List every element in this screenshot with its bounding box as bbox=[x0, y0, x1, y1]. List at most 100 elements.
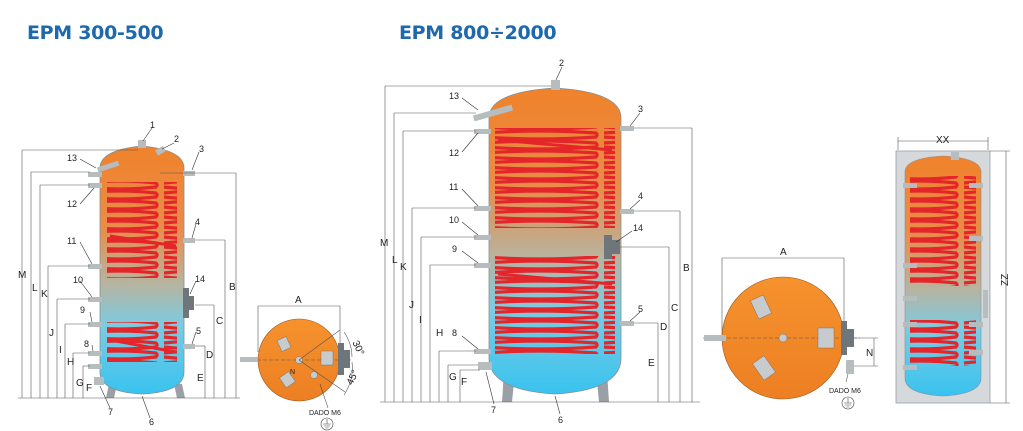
flange bbox=[841, 321, 847, 355]
flange bbox=[338, 343, 344, 375]
anode-13 bbox=[472, 104, 514, 122]
boxed-upper-coil bbox=[910, 176, 976, 286]
dim-XX: XX bbox=[936, 135, 950, 146]
side-fitting bbox=[240, 357, 258, 362]
small-tank: 1 2 3 13 12 11 10 9 8 7 6 4 14 5 M L K J… bbox=[18, 120, 240, 427]
large-tank: 2 13 3 12 11 4 10 14 9 5 8 7 6 M L K J I… bbox=[380, 58, 700, 425]
callout-8: 8 bbox=[84, 339, 89, 349]
callout-leaders bbox=[461, 66, 641, 415]
fitting-7 bbox=[478, 362, 492, 370]
fitting-8 bbox=[88, 351, 102, 356]
callout-2: 2 bbox=[559, 58, 564, 68]
left-dimensions bbox=[18, 149, 240, 399]
dim-F: F bbox=[461, 377, 467, 388]
callout-10: 10 bbox=[449, 215, 459, 225]
anode-plate bbox=[276, 336, 292, 352]
fitting-11 bbox=[474, 206, 491, 211]
fitting-5 bbox=[620, 321, 634, 326]
dim-C: C bbox=[216, 316, 223, 327]
dim-ZZ: ZZ bbox=[1000, 274, 1011, 286]
ground-label-large: DADO M6 bbox=[829, 388, 861, 395]
dim-D: D bbox=[206, 350, 213, 361]
fitting-10 bbox=[88, 297, 102, 302]
callout-11: 11 bbox=[449, 182, 458, 192]
callout-3: 3 bbox=[199, 144, 204, 154]
callout-5: 5 bbox=[196, 326, 201, 336]
angle-line bbox=[298, 359, 346, 393]
dim-F: F bbox=[86, 383, 92, 394]
fitting-dot bbox=[310, 371, 318, 379]
dim-H: H bbox=[436, 328, 443, 339]
fitting-10 bbox=[474, 235, 491, 240]
flange-cap bbox=[344, 350, 350, 368]
ground-icon bbox=[320, 417, 334, 431]
callout-4: 4 bbox=[638, 191, 643, 201]
dim-L: L bbox=[392, 255, 398, 266]
dim-C: C bbox=[671, 303, 678, 314]
callout-7: 7 bbox=[491, 405, 496, 415]
flange-14 bbox=[183, 288, 189, 318]
callout-9: 9 bbox=[452, 244, 457, 254]
dim-A-small: A bbox=[295, 295, 302, 306]
upper-coil bbox=[495, 128, 615, 228]
fitting-12 bbox=[474, 129, 491, 134]
coil-return bbox=[109, 234, 177, 248]
dim-E: E bbox=[648, 358, 655, 369]
callout-9: 9 bbox=[80, 305, 85, 315]
dim-L: L bbox=[32, 283, 38, 294]
callout-3: 3 bbox=[638, 104, 643, 114]
callout-5: 5 bbox=[638, 304, 643, 314]
callout-12: 12 bbox=[449, 148, 459, 158]
callout-8: 8 bbox=[452, 328, 457, 338]
center-fitting bbox=[778, 333, 788, 343]
coil-return bbox=[109, 338, 177, 354]
dim-M: M bbox=[18, 270, 26, 281]
insulated-box-view: XX ZZ bbox=[895, 135, 1011, 404]
flange-14-cap bbox=[189, 296, 194, 310]
fitting-8 bbox=[474, 349, 491, 354]
coil-return bbox=[497, 272, 613, 286]
lower-coil bbox=[495, 256, 615, 354]
anode-plate bbox=[750, 294, 772, 320]
dim-I: I bbox=[59, 345, 62, 356]
fitting-13 bbox=[88, 172, 102, 177]
dim-J: J bbox=[49, 328, 54, 339]
flange-plate bbox=[817, 327, 835, 349]
callout-13: 13 bbox=[67, 153, 77, 163]
box-fittings bbox=[903, 152, 988, 370]
callout-6: 6 bbox=[558, 415, 563, 425]
dim-B: B bbox=[229, 282, 236, 293]
dim-J: J bbox=[409, 300, 414, 311]
callout-11: 11 bbox=[67, 236, 76, 246]
upper-coil bbox=[107, 182, 177, 278]
ground-icon bbox=[841, 396, 855, 410]
anode-13 bbox=[96, 160, 120, 173]
dim-B: B bbox=[683, 263, 690, 274]
dim-N-small: N bbox=[290, 369, 295, 376]
fitting-3 bbox=[620, 126, 634, 131]
fitting-4 bbox=[620, 209, 634, 214]
anode-plate bbox=[752, 355, 776, 381]
callout-1: 1 bbox=[150, 120, 155, 130]
fitting-g bbox=[88, 364, 102, 369]
fitting-9 bbox=[474, 263, 491, 268]
dim-K: K bbox=[41, 289, 48, 300]
dim-A-large: A bbox=[780, 247, 787, 258]
side-fitting bbox=[704, 335, 726, 341]
dim-N-large: N bbox=[866, 348, 873, 359]
ground-label-small: DADO M6 bbox=[309, 410, 341, 417]
top-fitting bbox=[551, 80, 560, 90]
fitting-7 bbox=[94, 377, 104, 385]
boxed-lower-coil bbox=[910, 320, 976, 366]
model-title-large: EPM 800÷2000 bbox=[399, 22, 557, 44]
dim-G: G bbox=[449, 372, 457, 383]
fitting-5 bbox=[183, 344, 195, 349]
small-top-view: A 30° 45° N DADO M6 bbox=[240, 295, 366, 431]
anode-plate bbox=[279, 371, 296, 389]
fitting-9 bbox=[88, 322, 102, 327]
coil-return bbox=[497, 138, 613, 152]
large-top-view: A N DADO M6 bbox=[703, 247, 878, 410]
callout-leaders bbox=[79, 127, 200, 419]
angle-45: 45° bbox=[345, 369, 361, 387]
callout-12: 12 bbox=[67, 199, 77, 209]
